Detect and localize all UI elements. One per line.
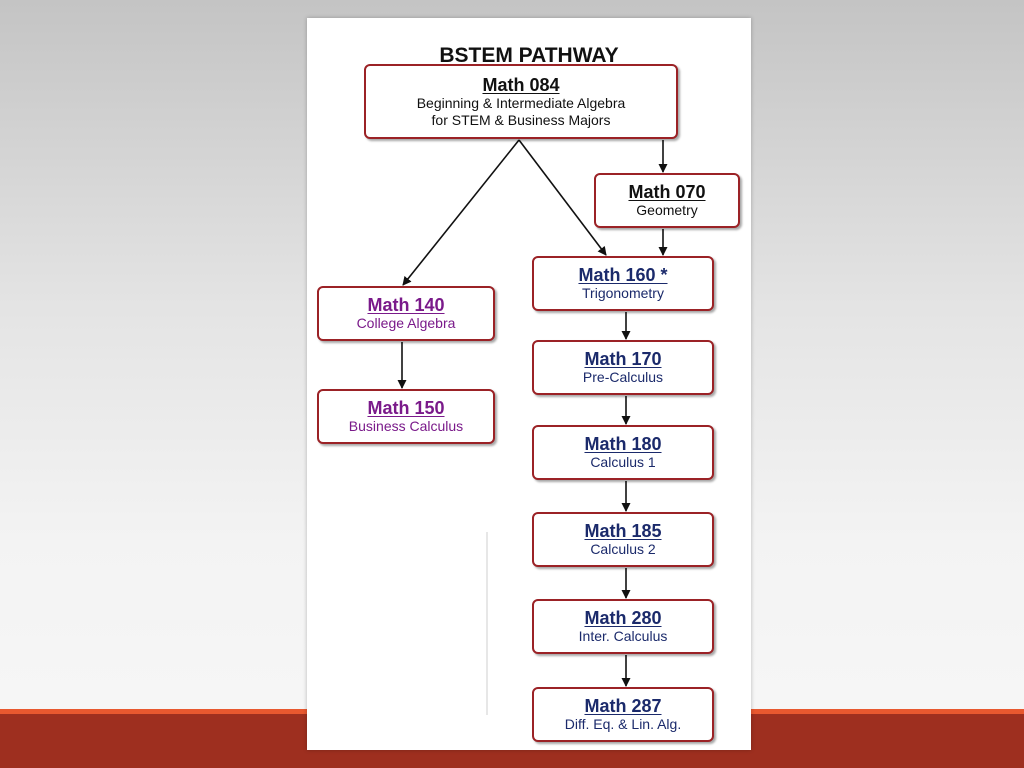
node-math-185: Math 185 Calculus 2 bbox=[532, 512, 714, 567]
node-math-280: Math 280 Inter. Calculus bbox=[532, 599, 714, 654]
node-math-140: Math 140 College Algebra bbox=[317, 286, 495, 341]
node-math-287-code: Math 287 bbox=[584, 696, 662, 716]
node-math-180-name: Calculus 1 bbox=[590, 454, 656, 470]
node-math-160-name: Trigonometry bbox=[582, 285, 664, 301]
node-math-160-code: Math 160 * bbox=[578, 265, 668, 285]
node-math-280-name: Inter. Calculus bbox=[578, 628, 668, 644]
node-math-084-code: Math 084 bbox=[482, 74, 560, 95]
node-math-150: Math 150 Business Calculus bbox=[317, 389, 495, 444]
diagram-title: BSTEM PATHWAY bbox=[439, 44, 619, 67]
node-math-084-line2: for STEM & Business Majors bbox=[431, 111, 611, 128]
node-math-140-code: Math 140 bbox=[367, 295, 445, 315]
node-math-185-code: Math 185 bbox=[584, 521, 662, 541]
node-math-170-code: Math 170 bbox=[584, 349, 662, 369]
node-math-070: Math 070 Geometry bbox=[594, 173, 740, 228]
node-math-170-name: Pre-Calculus bbox=[582, 369, 664, 385]
node-math-180-code: Math 180 bbox=[584, 434, 662, 454]
node-math-084-line1: Beginning & Intermediate Algebra bbox=[416, 94, 626, 111]
node-math-150-code: Math 150 bbox=[367, 398, 445, 418]
node-math-084: Math 084 Beginning & Intermediate Algebr… bbox=[364, 64, 678, 139]
node-math-070-name: Geometry bbox=[636, 202, 698, 218]
node-math-287: Math 287 Diff. Eq. & Lin. Alg. bbox=[532, 687, 714, 742]
node-math-160: Math 160 * Trigonometry bbox=[532, 256, 714, 311]
node-math-180: Math 180 Calculus 1 bbox=[532, 425, 714, 480]
node-math-185-name: Calculus 2 bbox=[590, 541, 656, 557]
node-math-170: Math 170 Pre-Calculus bbox=[532, 340, 714, 395]
node-math-150-name: Business Calculus bbox=[348, 418, 464, 434]
node-math-287-name: Diff. Eq. & Lin. Alg. bbox=[564, 716, 682, 732]
node-math-070-code: Math 070 bbox=[628, 182, 706, 202]
node-math-280-code: Math 280 bbox=[584, 608, 662, 628]
node-math-140-name: College Algebra bbox=[356, 315, 456, 331]
